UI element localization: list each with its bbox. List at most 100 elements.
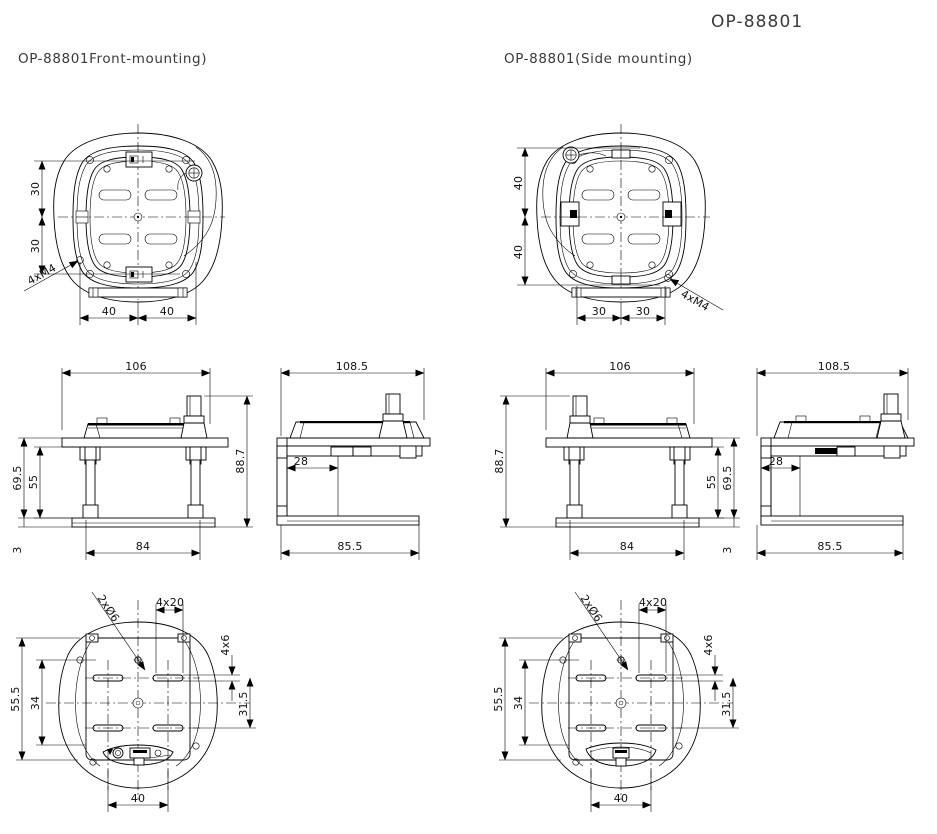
bracket-base-fr — [760, 515, 904, 526]
corner-tab-br-1 — [568, 633, 582, 643]
leader-4xm4-2 — [669, 278, 724, 311]
dim-text-108-5: 108.5 — [336, 360, 369, 373]
dim-text-40-left: 40 — [102, 305, 116, 318]
corner-hole-br-1 — [572, 635, 578, 641]
shelf-block-3 — [399, 445, 417, 459]
contour-left-bl — [75, 639, 101, 767]
view-front-elevation-left: 106 88.7 69.5 55 3 84 — [11, 360, 253, 560]
corner-tab-bl-2 — [177, 633, 191, 643]
bracket-notch-top — [276, 445, 288, 459]
contour-right-bl — [175, 639, 201, 767]
plate-slots-2 — [581, 189, 661, 245]
stem-connector-r — [566, 395, 594, 439]
foot-left — [82, 504, 99, 519]
inner-plate-offset-2 — [572, 160, 670, 274]
housing-contour-left-2 — [542, 146, 576, 257]
foot-right-r — [671, 504, 688, 519]
top-connector-tab-2 — [611, 149, 631, 159]
view-side-mounting-plan: 40 40 30 30 4xM4 — [512, 124, 724, 325]
base-plate-r — [555, 517, 700, 528]
body-rib-1 — [95, 423, 101, 439]
caption-right: OP-88801(Side mounting) — [504, 51, 693, 67]
small-boss-fr2 — [859, 415, 871, 423]
body-top-edge-c — [300, 421, 410, 424]
slotted-holes-bl — [92, 674, 184, 732]
dim-text-28-fr: 28 — [769, 455, 783, 468]
dim-text-55-5-br: 55.5 — [492, 686, 505, 711]
dim-text-108-5-fr: 108.5 — [818, 360, 851, 373]
contour-left-br — [558, 639, 584, 767]
dim-text-84: 84 — [136, 540, 150, 553]
shelf-block-fr2 — [836, 446, 856, 457]
pivot-screw-detail-2 — [562, 146, 607, 164]
small-boss-left — [96, 417, 108, 425]
sheet-part-number: OP-88801 — [711, 12, 803, 32]
small-boss-fr1 — [795, 415, 807, 423]
top-connector-block — [125, 151, 153, 168]
dim-text-40-br: 40 — [614, 792, 628, 805]
thread-hole-mark-2 — [664, 274, 672, 282]
center-boss-inner-br — [618, 700, 624, 706]
contour-right-br — [658, 639, 684, 767]
housing-contour-right — [183, 146, 217, 257]
bracket-base — [276, 515, 420, 526]
callout-4x20-bl: 4x20 — [156, 596, 184, 609]
corner-tab-br-2 — [660, 633, 674, 643]
dim-text-30-lower: 30 — [29, 239, 42, 253]
top-plate-r — [545, 437, 713, 448]
foot-left-r — [566, 504, 583, 519]
dim-text-84-r: 84 — [620, 540, 634, 553]
body-rib-fr3 — [875, 421, 881, 439]
dim-text-40-lower: 40 — [512, 245, 525, 259]
caption-left: OP-88801Front-mounting) — [18, 51, 207, 67]
shelf-block-1 — [330, 446, 354, 457]
view-bottom-left: 55.5 34 2xØ6 4x20 4x6 31.5 40 — [9, 591, 256, 812]
dim-text-40-bl: 40 — [131, 792, 145, 805]
round-hole-br-3 — [572, 758, 580, 766]
shelf-block-fr1 — [815, 448, 837, 454]
view-bottom-right: 55.5 34 2xØ6 4x20 4x6 31.5 40 — [492, 591, 739, 812]
top-plate-fr — [769, 437, 915, 447]
dim-text-88-7-r: 88.7 — [493, 448, 506, 473]
callout-4x20-br: 4x20 — [639, 596, 667, 609]
dim-text-30-upper: 30 — [29, 182, 42, 196]
callout-2xd6-bl: 2xØ6 — [95, 592, 123, 624]
housing-holes — [86, 156, 190, 278]
small-boss-right-r — [666, 417, 678, 425]
shelf-block-2 — [352, 446, 372, 457]
dim-text-31-5-bl: 31.5 — [237, 691, 250, 716]
shroud-outline-bl — [58, 621, 218, 789]
callout-4xm4-2: 4xM4 — [679, 287, 712, 314]
corner-tab-bl-1 — [85, 633, 99, 643]
right-latch-tab — [187, 210, 201, 224]
left-latch-block-2 — [560, 201, 580, 227]
body-rib-c2 — [409, 421, 415, 439]
dim-text-55-r: 55 — [705, 475, 718, 489]
body-rib-fr1 — [787, 421, 793, 439]
stem-connector-c — [378, 393, 408, 439]
thread-hole-mark — [76, 256, 84, 264]
foot-right — [187, 504, 204, 519]
dim-text-69-5: 69.5 — [11, 465, 24, 490]
lower-bracket-bar — [88, 287, 188, 298]
right-latch-block-2 — [662, 201, 682, 227]
body-top-edge-fr — [784, 421, 894, 424]
callout-4x6-bl: 4x6 — [219, 634, 232, 655]
small-boss-left-r — [593, 417, 605, 425]
view-front-elevation-right: 106 88.7 69.5 55 3 84 — [493, 360, 740, 560]
dim-text-30-left: 30 — [592, 305, 606, 318]
bottom-connector-tab-2 — [611, 275, 631, 285]
center-boss-br — [615, 697, 627, 709]
plate-mounting-holes — [103, 165, 173, 269]
dim-text-34-bl: 34 — [29, 696, 42, 710]
pivot-screw-detail — [177, 164, 203, 191]
shroud-outline-br — [541, 621, 701, 789]
base-plate — [71, 517, 216, 528]
left-latch-tab — [75, 210, 89, 224]
top-plate — [61, 437, 229, 448]
plate-mounting-holes-2 — [586, 165, 656, 269]
dim-text-40-upper: 40 — [512, 176, 525, 190]
dim-text-3: 3 — [11, 546, 24, 553]
center-boss-bl — [132, 697, 144, 709]
